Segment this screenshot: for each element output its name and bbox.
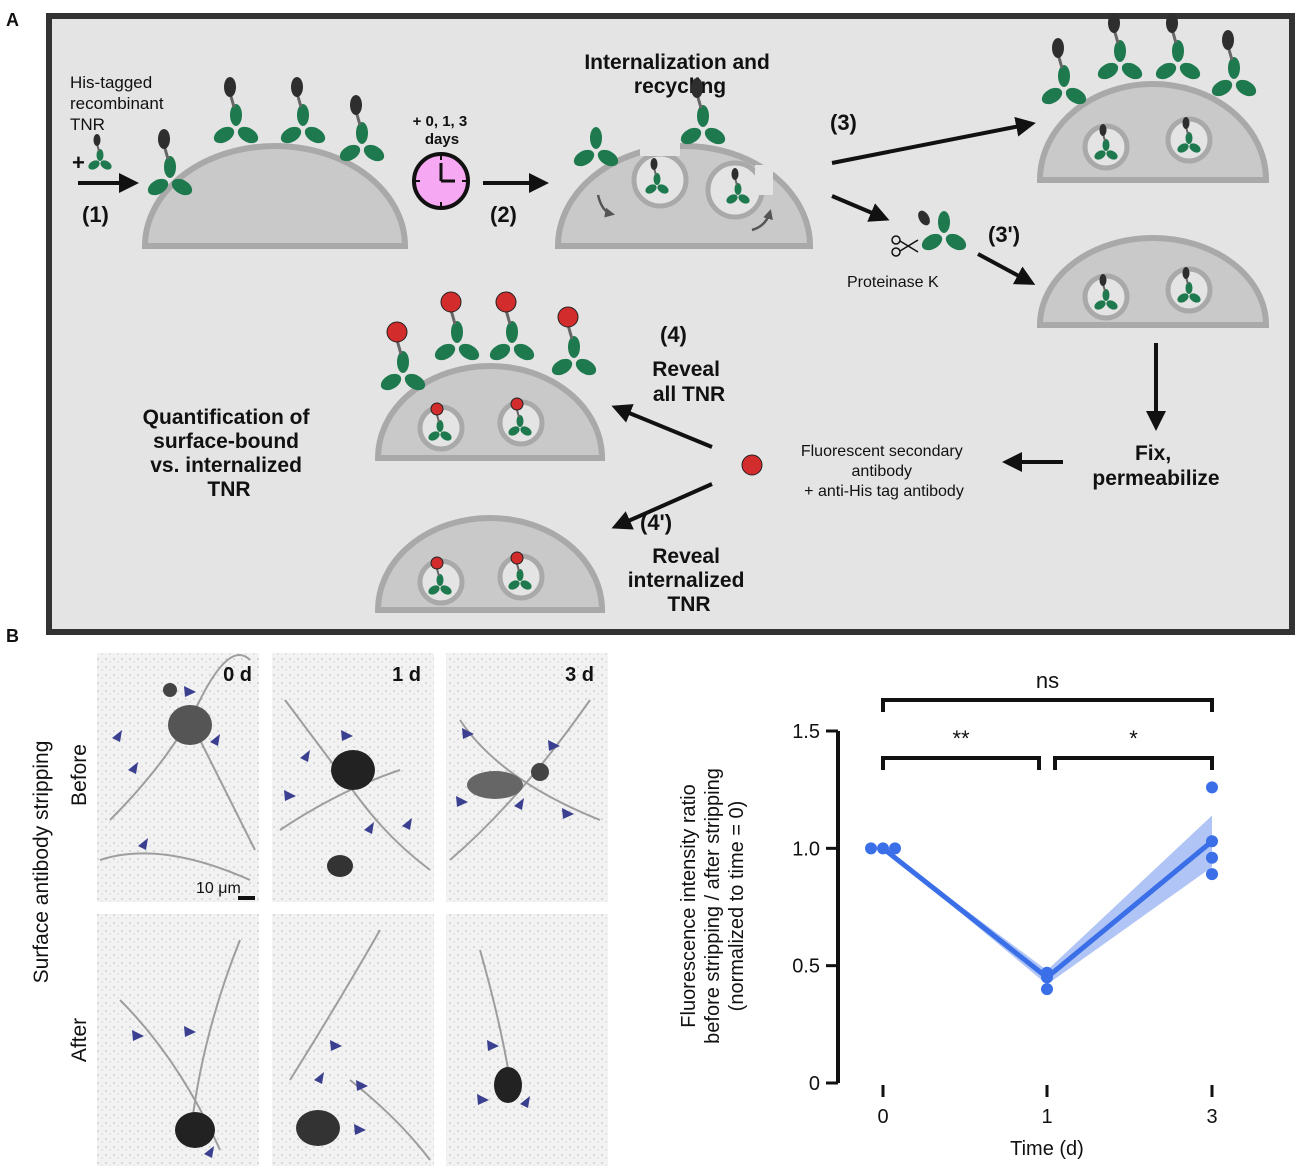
his-tagged-label: His-tagged recombinant TNR bbox=[70, 73, 168, 134]
step4p-label: (4') bbox=[640, 510, 672, 535]
y-tick-label: 0 bbox=[809, 1073, 820, 1095]
scale-bar bbox=[238, 896, 255, 900]
data-point bbox=[865, 842, 877, 855]
fix-label: Fix, permeabilize bbox=[1092, 442, 1219, 490]
y-axis-title-line: before stripping / after stripping bbox=[702, 768, 724, 1044]
data-point bbox=[889, 842, 901, 855]
neuron-soma bbox=[494, 1067, 522, 1103]
x-tick-label: 1 bbox=[1041, 1106, 1052, 1128]
secondary-antibody-label: Fluorescent secondary antibody + anti-Hi… bbox=[801, 443, 967, 500]
data-point bbox=[1041, 971, 1053, 984]
recycle-arrow bbox=[596, 194, 615, 218]
micrograph-after-3d bbox=[446, 914, 608, 1166]
proteinase-label: Proteinase K bbox=[847, 274, 939, 291]
significance-bracket bbox=[881, 698, 1214, 712]
y-axis-title-line: (normalized to time = 0) bbox=[726, 801, 748, 1012]
arrow-step3p bbox=[977, 252, 1036, 285]
arrow-step4 bbox=[611, 404, 713, 449]
data-point bbox=[1206, 868, 1218, 881]
significance-bracket bbox=[1053, 756, 1214, 770]
col-label-1d: 1 d bbox=[392, 664, 421, 686]
days-label: + 0, 1, 3 days bbox=[413, 113, 472, 148]
mean-line bbox=[881, 839, 1214, 981]
step3-label: (3) bbox=[830, 110, 857, 135]
scissors-icon bbox=[891, 235, 919, 257]
step4-label: (4) bbox=[660, 322, 687, 347]
micrograph-before-3d bbox=[446, 653, 608, 902]
neuron-soma bbox=[175, 1112, 215, 1148]
arrow-step4p bbox=[611, 482, 713, 530]
x-tick-label: 3 bbox=[1206, 1106, 1217, 1128]
row-label-after: After bbox=[68, 1018, 91, 1062]
secondary-antibody-icon bbox=[741, 454, 763, 476]
cell-surface-bound bbox=[141, 143, 409, 249]
significance-label: ns bbox=[1036, 668, 1059, 693]
panel-a-label: A bbox=[6, 10, 19, 30]
x-axis-title: Time (d) bbox=[1010, 1138, 1084, 1160]
data-point bbox=[1206, 781, 1218, 794]
significance-bracket bbox=[881, 756, 1041, 770]
y-tick-label: 0.5 bbox=[792, 956, 820, 978]
data-point bbox=[1206, 835, 1218, 848]
neuron-soma bbox=[331, 750, 375, 790]
data-point bbox=[877, 842, 889, 855]
neuron-soma bbox=[467, 771, 523, 799]
reveal-internalized-label: Reveal internalized TNR bbox=[628, 545, 751, 616]
step3p-label: (3') bbox=[988, 222, 1020, 247]
arrow-step3 bbox=[831, 116, 1036, 165]
y-tick-label: 1.5 bbox=[792, 721, 820, 743]
data-point bbox=[1206, 851, 1218, 864]
internalization-title: Internalization and recycling bbox=[584, 51, 775, 98]
arrow-to-proteinase bbox=[831, 194, 890, 222]
y-tick-label: 1.0 bbox=[792, 838, 820, 860]
step1-label: (1) bbox=[82, 202, 109, 227]
micrograph-before-0d bbox=[97, 653, 259, 902]
recycle-arrow bbox=[751, 209, 773, 232]
scale-bar-label: 10 μm bbox=[196, 880, 241, 897]
confidence-band bbox=[883, 815, 1212, 985]
y-axis-title: Fluorescence intensity ratio before stri… bbox=[678, 768, 748, 1044]
neuron-soma bbox=[296, 1110, 340, 1146]
neuron-soma bbox=[168, 705, 212, 745]
quantification-label: Quantification of surface-bound vs. inte… bbox=[143, 406, 316, 501]
plus-sign: + bbox=[72, 150, 85, 175]
significance-label: * bbox=[1129, 726, 1138, 751]
step2-label: (2) bbox=[490, 202, 517, 227]
data-point bbox=[1041, 983, 1053, 996]
col-label-0d: 0 d bbox=[223, 664, 252, 686]
y-axis-title-line: Fluorescence intensity ratio bbox=[678, 784, 700, 1027]
row-title: Surface antibody stripping bbox=[30, 741, 53, 984]
row-label-before: Before bbox=[68, 744, 91, 806]
his-tag-cleaved bbox=[918, 210, 930, 226]
x-tick-label: 0 bbox=[877, 1106, 888, 1128]
col-label-3d: 3 d bbox=[565, 664, 594, 686]
reveal-all-label: Reveal all TNR bbox=[652, 358, 726, 406]
significance-label: ** bbox=[952, 726, 970, 751]
panel-b-label: B bbox=[6, 626, 19, 646]
micrograph-grid bbox=[97, 653, 608, 1166]
